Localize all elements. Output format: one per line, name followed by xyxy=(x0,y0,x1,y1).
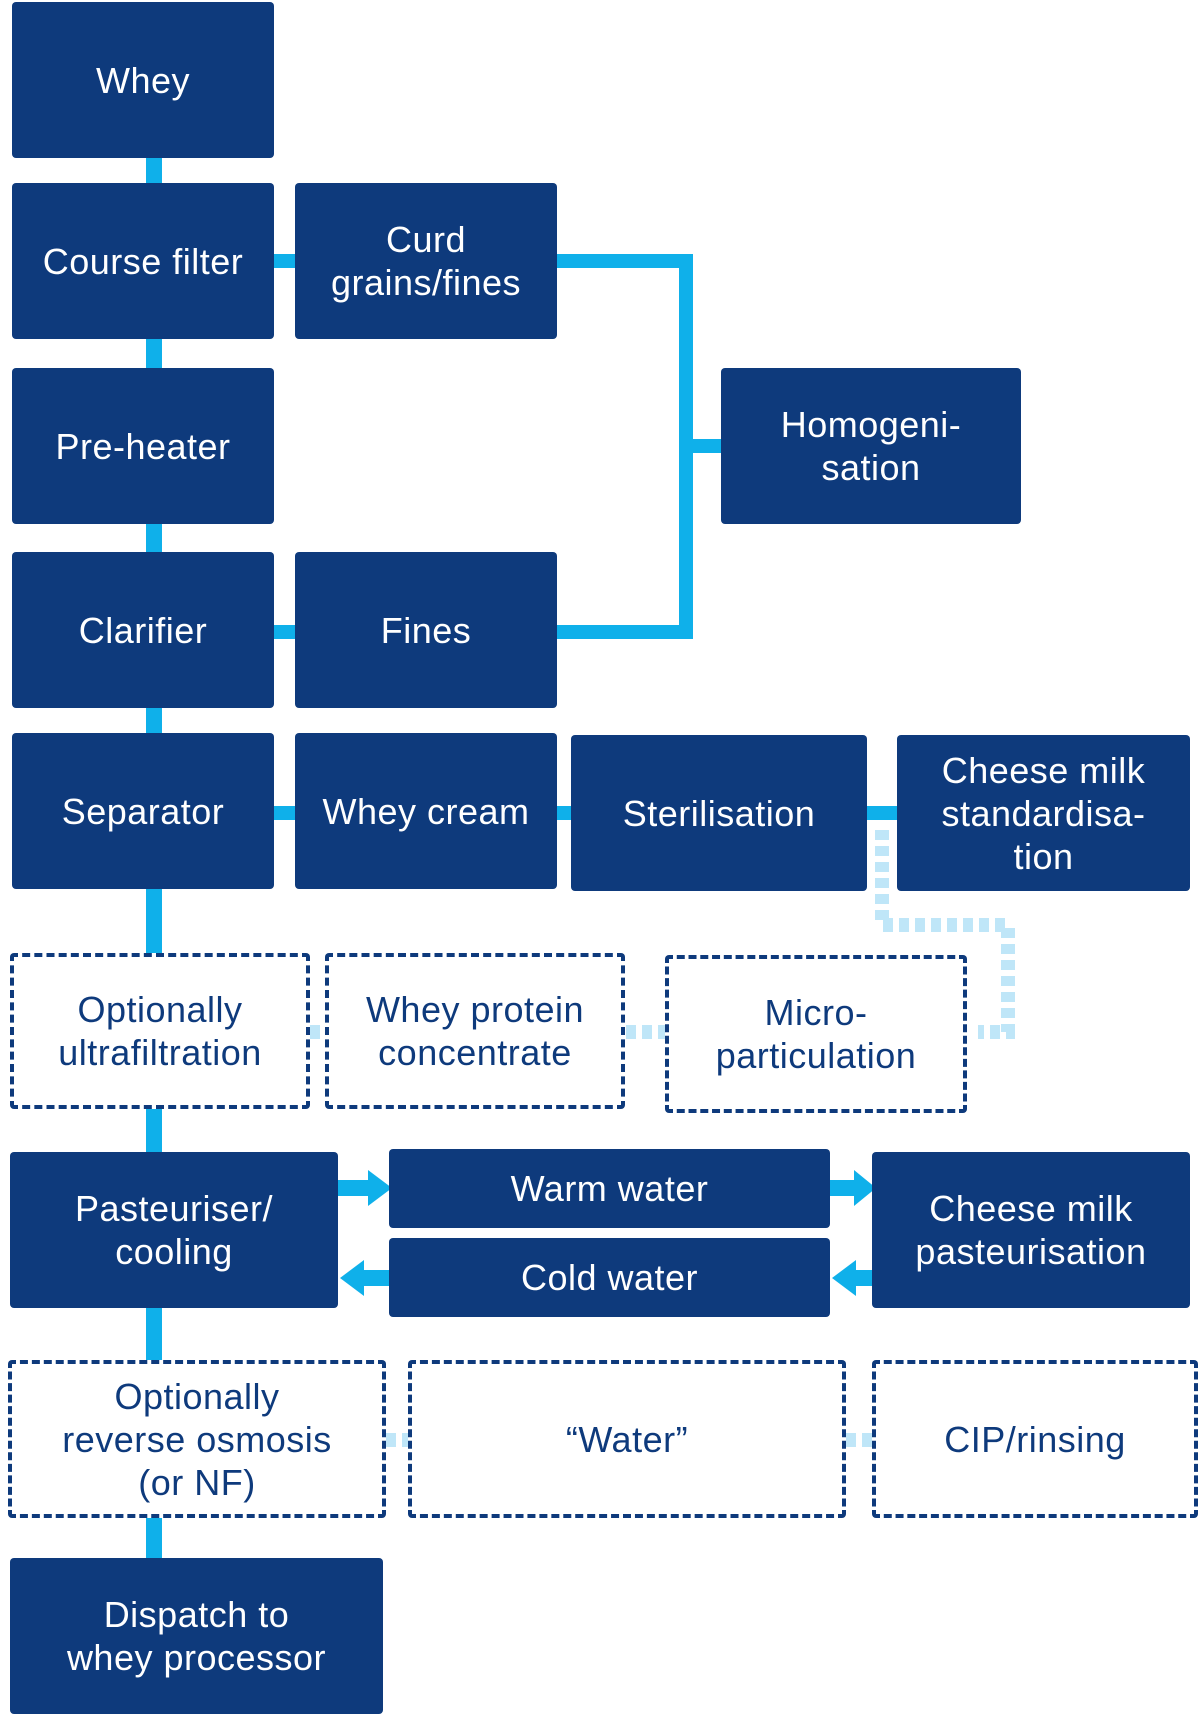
warm-water-label: Warm water xyxy=(510,1168,709,1209)
whey-protein-concentrate-label: Whey protein concentrate xyxy=(365,989,585,1073)
pre-heater-label: Pre-heater xyxy=(55,425,231,467)
side-connectors xyxy=(272,254,898,820)
warm-water-node: Warm water xyxy=(389,1149,830,1228)
course-filter-label: Course filter xyxy=(42,240,244,282)
curd-grains-fines-node: Curd grains/fines xyxy=(295,183,557,339)
cheese-milk-pasteurisation-label: Cheese milk pasteurisation xyxy=(915,1188,1147,1272)
separator-node: Separator xyxy=(12,733,274,889)
homogenisation-label: Homogeni- sation xyxy=(780,404,962,488)
whey-protein-concentrate-node: Whey protein concentrate xyxy=(325,953,625,1109)
clarifier-node: Clarifier xyxy=(12,552,274,708)
dispatch-label: Dispatch to whey processor xyxy=(66,1594,327,1678)
whey-label: Whey xyxy=(95,59,191,101)
cold-water-label: Cold water xyxy=(520,1257,699,1298)
micro-particulation-node: Micro- particulation xyxy=(665,955,967,1113)
cip-rinsing-node: CIP/rinsing xyxy=(872,1360,1198,1518)
water-label: “Water” xyxy=(565,1418,689,1460)
cheese-milk-standardisation-node: Cheese milk standardisa- tion xyxy=(897,735,1190,891)
optionally-reverse-osmosis-node: Optionally reverse osmosis (or NF) xyxy=(8,1360,386,1518)
separator-label: Separator xyxy=(61,790,225,832)
whey-cream-label: Whey cream xyxy=(322,790,530,832)
curd-grains-fines-label: Curd grains/fines xyxy=(330,219,522,303)
whey-cream-node: Whey cream xyxy=(295,733,557,889)
optional-connectors xyxy=(310,830,1015,1447)
sterilisation-node: Sterilisation xyxy=(571,735,867,891)
course-filter-node: Course filter xyxy=(12,183,274,339)
water-arrows xyxy=(338,1170,876,1296)
water-node: “Water” xyxy=(408,1360,846,1518)
whey-node: Whey xyxy=(12,2,274,158)
cold-water-node: Cold water xyxy=(389,1238,830,1317)
optionally-ultrafiltration-label: Optionally ultrafiltration xyxy=(58,989,262,1073)
fines-node: Fines xyxy=(295,552,557,708)
pasteuriser-cooling-node: Pasteuriser/ cooling xyxy=(10,1152,338,1308)
pre-heater-node: Pre-heater xyxy=(12,368,274,524)
homogenisation-node: Homogeni- sation xyxy=(721,368,1021,524)
fines-label: Fines xyxy=(380,609,472,651)
micro-particulation-label: Micro- particulation xyxy=(715,992,917,1076)
optionally-reverse-osmosis-label: Optionally reverse osmosis (or NF) xyxy=(62,1375,332,1503)
optionally-ultrafiltration-node: Optionally ultrafiltration xyxy=(10,953,310,1109)
pasteuriser-cooling-label: Pasteuriser/ cooling xyxy=(74,1188,274,1272)
dispatch-node: Dispatch to whey processor xyxy=(10,1558,383,1714)
cheese-milk-standardisation-label: Cheese milk standardisa- tion xyxy=(941,749,1146,877)
cip-rinsing-label: CIP/rinsing xyxy=(944,1418,1126,1460)
cheese-milk-pasteurisation-node: Cheese milk pasteurisation xyxy=(872,1152,1190,1308)
sterilisation-label: Sterilisation xyxy=(622,792,816,834)
clarifier-label: Clarifier xyxy=(78,609,208,651)
